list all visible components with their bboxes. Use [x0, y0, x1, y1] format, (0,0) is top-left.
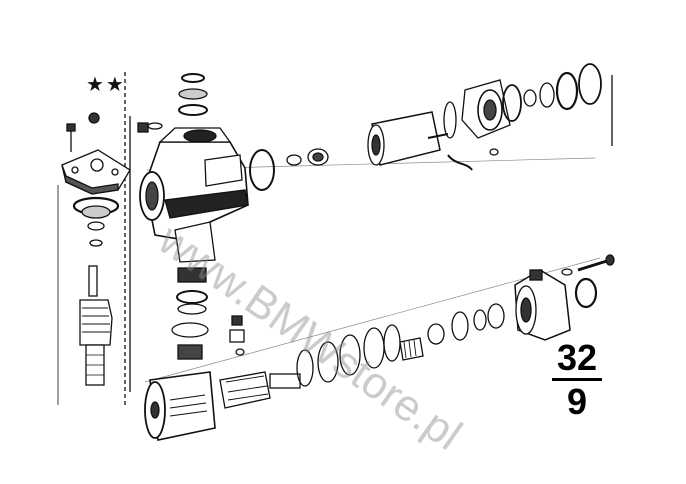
- upper-bearing-stack: [178, 73, 208, 116]
- lower-bearing-stack: [171, 267, 209, 360]
- cover-bolt: [561, 254, 615, 276]
- fraction-bar: [552, 378, 602, 381]
- piston-assembly: [144, 371, 216, 441]
- control-valve: [367, 111, 449, 166]
- cover-seal: [574, 277, 598, 309]
- seal-rings-left: [72, 196, 120, 247]
- footnote-markers: ★★: [86, 72, 126, 96]
- group-number: 32: [556, 337, 598, 378]
- worm-shaft: [219, 371, 301, 409]
- small-ring: [489, 148, 499, 156]
- steering-gear-housing: [139, 127, 249, 263]
- thrust-bearing: [399, 303, 505, 361]
- mounting-flange: [61, 149, 131, 195]
- sheet-number: 9: [566, 381, 588, 422]
- adjuster-bolt: [137, 122, 163, 133]
- end-cover: [514, 269, 571, 341]
- valve-cover: [461, 79, 511, 139]
- pitman-shaft: [79, 265, 113, 386]
- seal-rings-upper: [443, 63, 602, 139]
- o-ring-upper: [249, 148, 329, 191]
- flange-bolt: [66, 123, 76, 152]
- small-nut: [88, 112, 100, 124]
- seal-rings-lower: [296, 324, 401, 387]
- clip-spring: [447, 154, 473, 171]
- figure-number: 32 9: [548, 340, 606, 421]
- lock-plate: [229, 315, 245, 356]
